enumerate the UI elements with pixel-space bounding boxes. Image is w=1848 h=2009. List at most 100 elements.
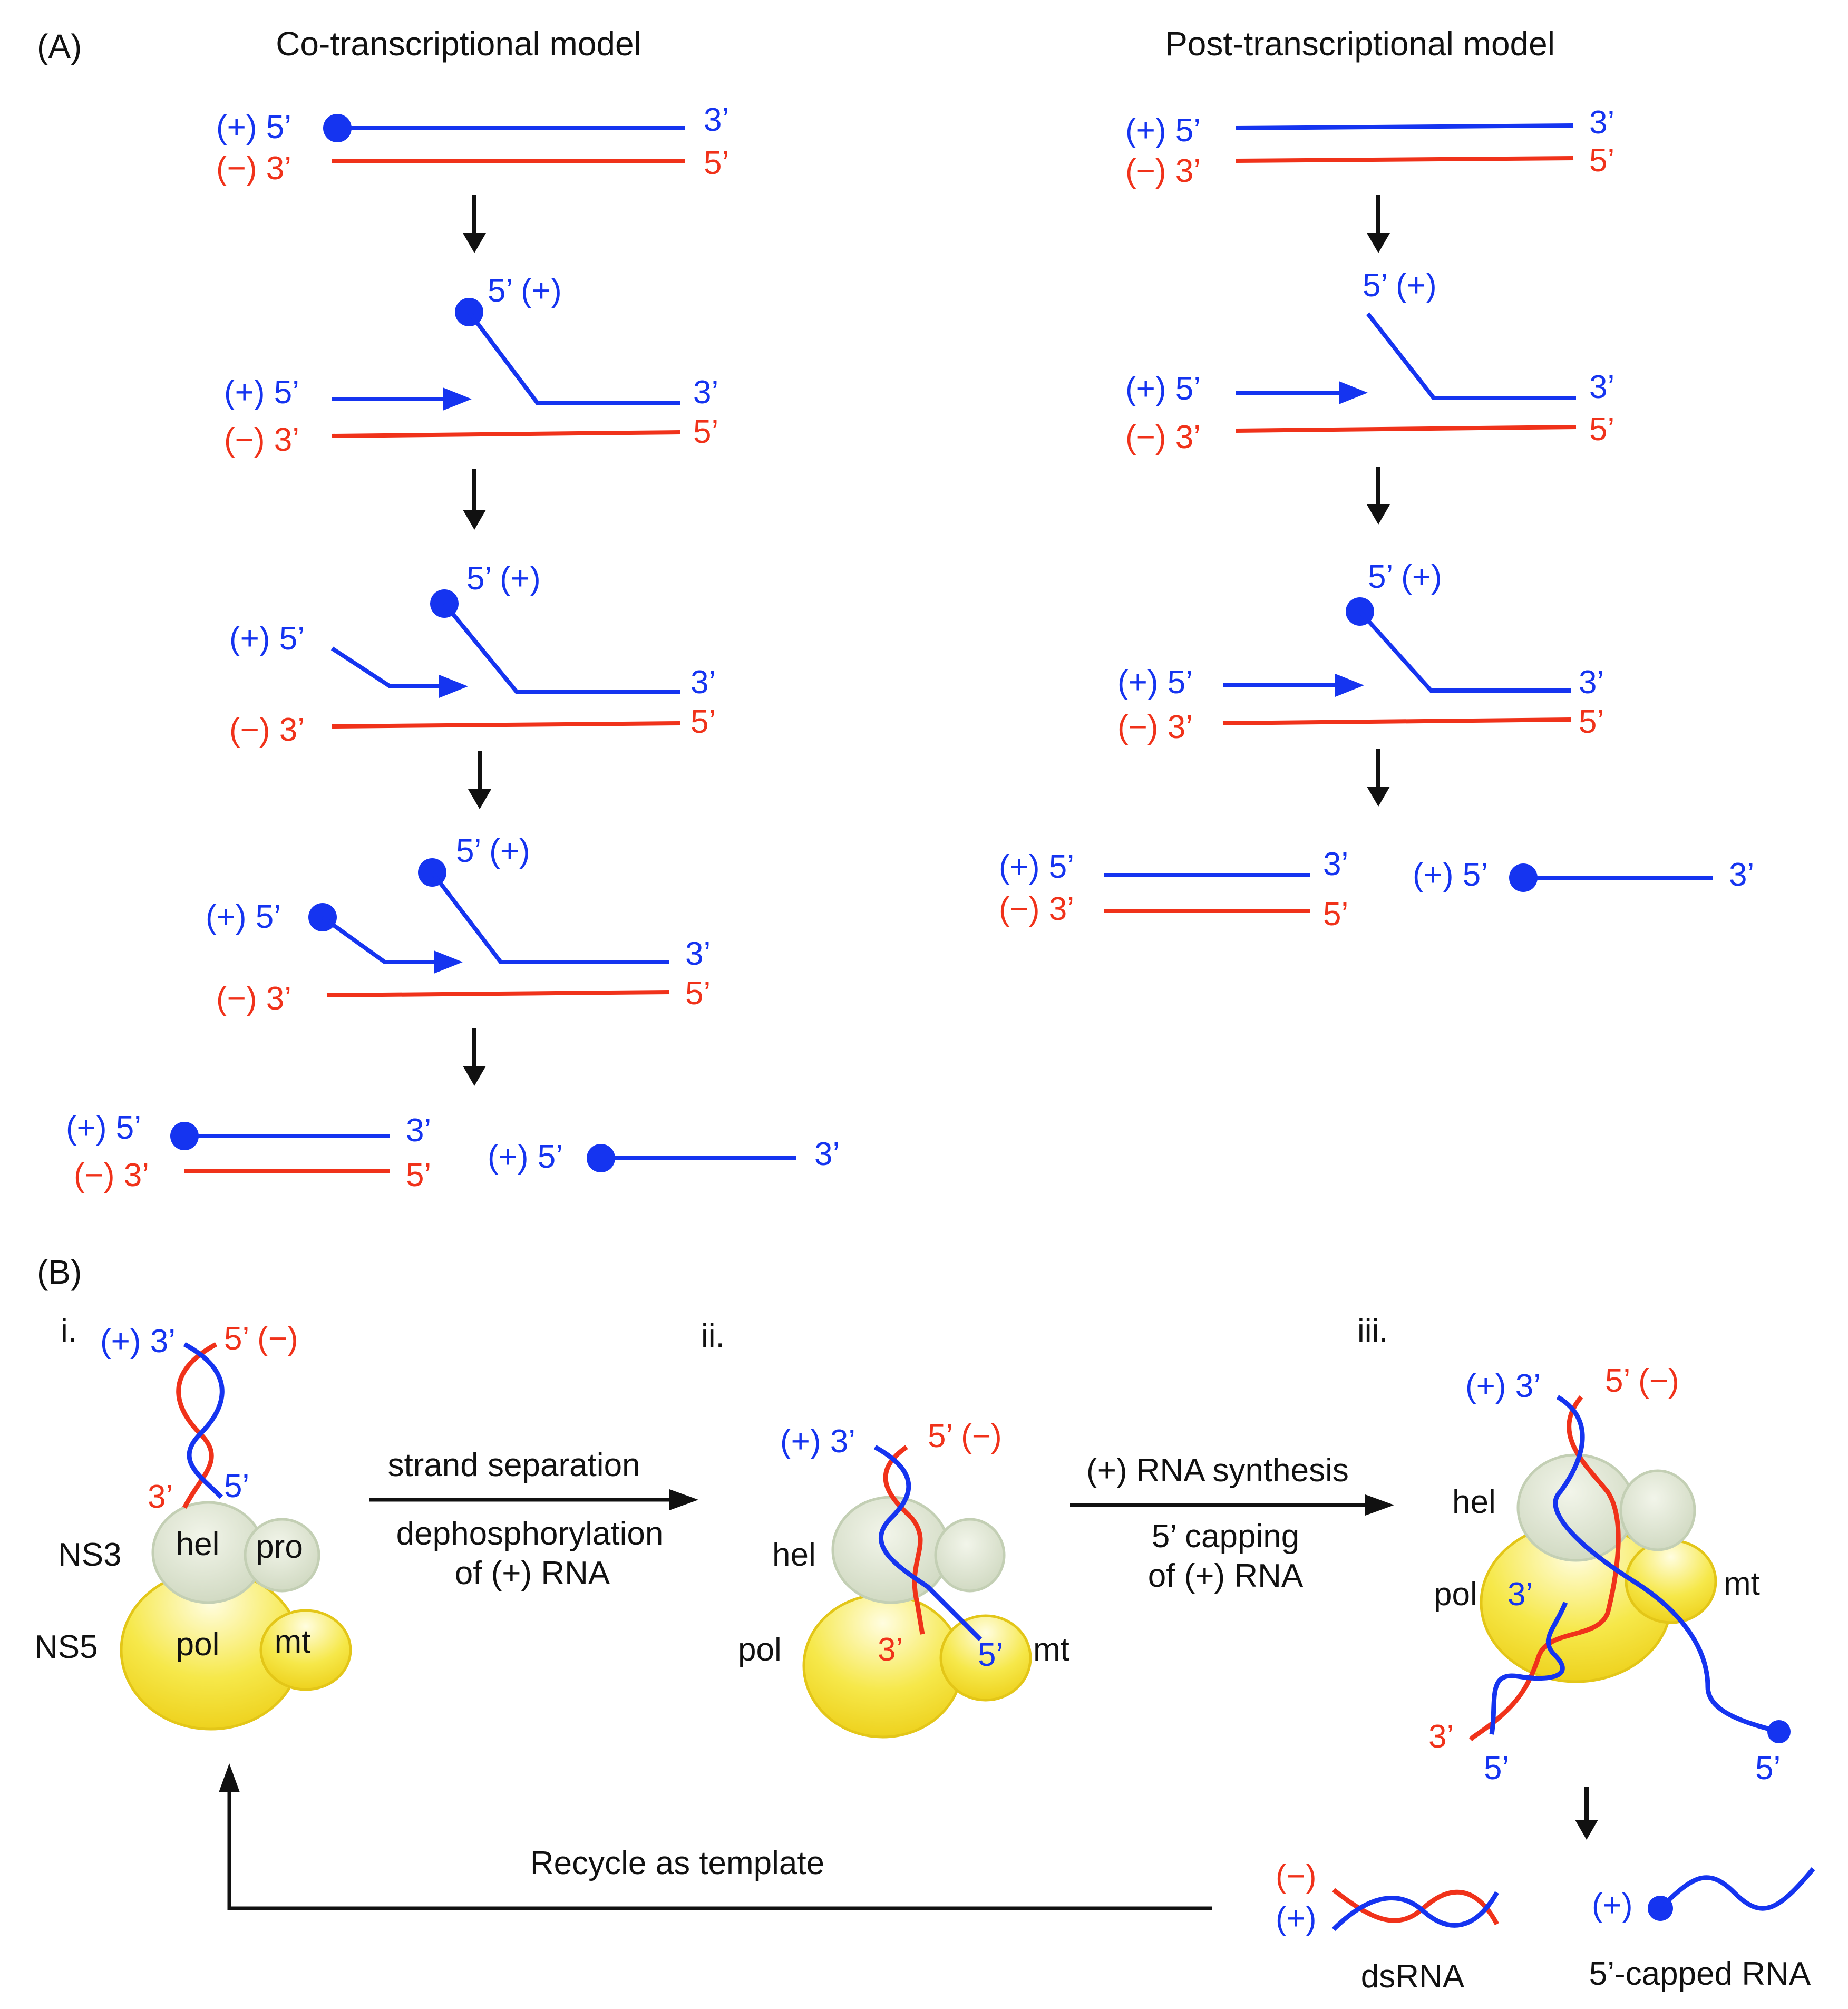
three-prime-label: 3’ [685,936,711,972]
five-prime-label: 5’ [1755,1750,1781,1787]
five-plus-label: 5’ (+) [456,833,530,869]
panel-a-label: (A) [37,27,82,65]
ns3-pro-domain [244,1518,320,1593]
post-step-2: 5’ (+) (+) 5’ (−) 3’ 3’ 5’ [1125,267,1614,455]
step-iii-label: iii. [1357,1313,1388,1349]
five-minus-label: 5’ (−) [1605,1363,1679,1399]
co-step-5: (+) 5’ (−) 3’ 3’ 5’ (+) 5’ 3’ [66,1110,840,1193]
co-step-2: 5’ (+) (+) 5’ (−) 3’ 3’ 5’ [224,273,718,458]
post-transcriptional-title: Post-transcriptional model [1165,25,1555,63]
minus-strand [1222,717,1571,725]
five-prime-label: 5’ [693,414,718,450]
panel-b-label: (B) [37,1253,82,1291]
five-prime-label: 5’ [704,145,729,181]
new-strand-arrow [321,915,437,964]
three-prime-label: 3’ [1323,846,1348,882]
capping-label: 5’ capping [1152,1518,1299,1555]
down-arrow [463,469,486,530]
post-step-4: (+) 5’ (−) 3’ 3’ 5’ (+) 5’ 3’ [999,846,1754,933]
minus-3-label: (−) 3’ [229,712,305,748]
new-plus-strand [1489,1602,1568,1735]
five-minus-label: 5’ (−) [224,1321,298,1357]
hel-label: hel [176,1526,220,1562]
dephosphorylation-label: dephosphorylation [396,1516,664,1552]
five-prime-label: 5’ [1323,896,1348,933]
plus-5-label: (+) 5’ [206,899,281,935]
plus-label: (+) [1276,1900,1317,1937]
minus-3-label: (−) 3’ [1125,153,1201,189]
minus-3-label: (−) 3’ [1125,419,1201,455]
plus-label: (+) [1592,1887,1633,1924]
minus-strand [1468,1395,1621,1742]
cap-icon [1767,1720,1791,1743]
three-prime-label: 3’ [406,1112,431,1149]
three-prime-label: 3’ [1589,369,1614,405]
pol-label: pol [1434,1576,1477,1613]
plus-5-label: (+) 5’ [1125,371,1201,407]
down-arrow [463,195,486,253]
five-prime-label: 5’ [1589,411,1614,448]
down-arrow [463,1028,486,1086]
ns3-pro-domain [1619,1469,1696,1551]
plus-3-label: (+) 3’ [780,1423,855,1460]
minus-label: (−) [1276,1858,1317,1895]
five-plus-label: 5’ (+) [466,560,541,597]
co-transcriptional-title: Co-transcriptional model [276,25,641,63]
three-prime-label: 3’ [1507,1576,1533,1613]
ns5-label: NS5 [34,1629,98,1665]
minus-strand [332,430,680,438]
three-prime-label: 3’ [693,374,718,411]
minus-strand [1236,425,1577,433]
capped-rna-product: (+) 5’-capped RNA [1589,1867,1815,1992]
minus-3-label: (−) 3’ [1117,709,1193,745]
five-prime-label: 5’ [1579,704,1604,740]
pro-label: pro [256,1529,303,1565]
plus-rna-synthesis-arrow: (+) RNA synthesis 5’ capping of (+) RNA [1070,1452,1394,1594]
five-prime-label: 5’ [1484,1750,1509,1787]
arrowhead-icon [439,675,468,698]
plus-strand [1236,123,1574,130]
strand-separation-label: strand separation [387,1447,640,1483]
arrowhead-icon [443,387,472,411]
down-arrow [1367,467,1390,525]
nascent-plus-strand [442,602,680,694]
recycle-arrow: Recycle as template [219,1763,1212,1910]
ns5-mt-domain [939,1614,1032,1702]
nascent-plus-strand [430,871,669,964]
five-prime-label: 5’ [690,704,716,740]
five-prime-label: 5’ [406,1157,431,1193]
complex-ii: hel pol mt (+) 3’ 5’ (−) 3’ 5’ [738,1418,1069,1739]
down-arrow [1367,749,1390,807]
three-prime-label: 3’ [148,1479,173,1515]
ns5-mt-domain [259,1609,352,1691]
three-prime-label: 3’ [1428,1719,1454,1755]
dsrna-product: (−) (+) dsRNA [1276,1858,1499,1995]
plus-5-label: (+) 5’ [66,1110,141,1146]
plus-5-label: (+) 5’ [224,374,299,411]
three-prime-label: 3’ [1589,104,1614,141]
five-prime-label: 5’ [978,1637,1003,1673]
ns3-hel-domain [831,1496,950,1604]
dsrna-label: dsRNA [1361,1958,1465,1995]
down-arrow [1367,195,1390,253]
arrowhead-icon [1339,381,1368,404]
five-plus-label: 5’ (+) [488,273,562,309]
plus-5-label: (+) 5’ [1413,857,1488,893]
recycle-label: Recycle as template [530,1845,824,1881]
post-step-3: 5’ (+) (+) 5’ (−) 3’ 3’ 5’ [1117,559,1604,745]
plus-3-label: (+) 3’ [1465,1368,1541,1404]
minus-strand [1236,156,1574,163]
minus-strand [326,990,670,997]
pol-label: pol [738,1632,782,1668]
three-prime-label: 3’ [704,102,729,138]
plus-3-label: (+) 3’ [100,1323,176,1360]
five-plus-label: 5’ (+) [1368,559,1442,595]
five-prime-label: 5’ [1589,142,1614,179]
minus-3-label: (−) 3’ [216,981,291,1017]
post-step-1: (+) 5’ (−) 3’ 3’ 5’ [1125,104,1614,189]
step-ii-label: ii. [701,1318,725,1354]
mt-label: mt [275,1624,311,1660]
minus-strand [883,1445,925,1635]
minus-3-label: (−) 3’ [999,891,1074,927]
